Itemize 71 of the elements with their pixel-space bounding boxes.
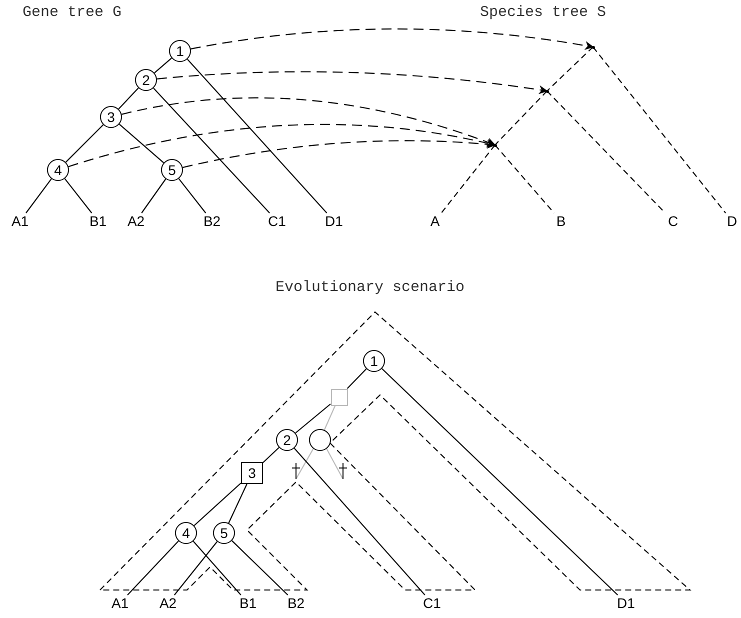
mapping-arrow: [182, 140, 496, 168]
tree-branch: [118, 88, 139, 110]
leaf-label: C: [661, 213, 685, 229]
leaf-label: A: [423, 213, 447, 229]
tree-branch: [153, 88, 270, 214]
tree-branch: [296, 448, 314, 480]
leaf-label: A2: [156, 595, 180, 611]
tree-branch: [228, 484, 248, 524]
tree-branch: [294, 448, 426, 596]
tree-node: 4: [175, 522, 197, 544]
tree-branch: [192, 540, 242, 596]
species-branch: [494, 90, 548, 146]
circle-marker: [309, 429, 331, 451]
tree-branch: [326, 448, 344, 480]
tree-node: 5: [161, 159, 183, 181]
tree-branch: [174, 541, 218, 596]
mapping-arrow: [156, 71, 548, 94]
leaf-label: B2: [200, 213, 224, 229]
branch-point: [546, 90, 548, 92]
tree-node: 2: [135, 69, 157, 91]
tree-node: 2: [276, 429, 298, 451]
tree-branch: [382, 368, 618, 596]
tree-branch: [324, 405, 336, 430]
species-branch: [546, 90, 666, 214]
square-marker: [330, 388, 348, 406]
species-branch: [546, 46, 594, 92]
mapping-arrow: [190, 28, 594, 50]
tree-node: 1: [363, 350, 385, 372]
tree-node: 1: [169, 40, 191, 62]
tree-branch: [295, 404, 331, 434]
mapping-arrow: [122, 97, 496, 146]
tree-branch: [178, 178, 206, 214]
leaf-label: D1: [322, 213, 346, 229]
tree-branch: [65, 124, 104, 163]
tree-branch: [26, 178, 52, 214]
tree-title: Species tree S: [480, 4, 606, 20]
leaf-label: D: [720, 213, 741, 229]
square-node: 3: [241, 462, 263, 484]
tree-node: 4: [47, 159, 69, 181]
loss-cross: [338, 463, 348, 479]
tree-title: Evolutionary scenario: [276, 278, 465, 296]
leaf-label: D1: [614, 595, 638, 611]
species-branch: [494, 144, 555, 214]
tree-branch: [141, 178, 166, 214]
tree-branch: [262, 447, 280, 463]
species-branch: [592, 46, 726, 214]
tree-branch: [346, 368, 367, 389]
tree-node: 5: [213, 522, 235, 544]
tree-branch: [232, 540, 288, 596]
leaf-label: B: [549, 213, 573, 229]
leaf-label: B2: [284, 595, 308, 611]
leaf-label: B1: [86, 213, 110, 229]
branch-point: [592, 46, 594, 48]
leaf-label: C1: [265, 213, 289, 229]
leaf-label: A2: [124, 213, 148, 229]
tree-title: Gene tree G: [22, 4, 122, 20]
leaf-label: A1: [108, 595, 132, 611]
tree-branch: [154, 58, 172, 74]
leaf-label: A1: [8, 213, 32, 229]
tree-node: 3: [100, 106, 122, 128]
tree-branch: [194, 482, 242, 526]
species-branch: [440, 144, 496, 214]
tree-branch: [127, 540, 179, 596]
branch-point: [494, 144, 496, 146]
mapping-arrow: [68, 124, 496, 168]
tree-branch: [187, 58, 328, 214]
tree-branch: [118, 124, 164, 164]
loss-cross: [291, 463, 301, 479]
leaf-label: B1: [236, 595, 260, 611]
tree-branch: [64, 178, 92, 214]
leaf-label: C1: [420, 595, 444, 611]
